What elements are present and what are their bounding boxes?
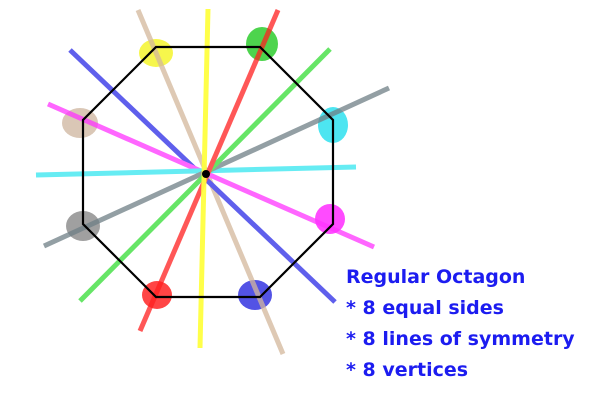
caption-fact-sides: * 8 equal sides xyxy=(346,297,504,319)
symmetry-line-yellow xyxy=(197,8,211,349)
caption-fact-symmetry: * 8 lines of symmetry xyxy=(346,328,575,350)
symmetry-line-magenta xyxy=(46,101,376,250)
octagon-caption: Regular Octagon * 8 equal sides * 8 line… xyxy=(346,262,575,386)
caption-fact-vertices: * 8 vertices xyxy=(346,359,469,381)
caption-title: Regular Octagon xyxy=(346,266,526,288)
octagon-outline xyxy=(81,45,335,299)
symmetry-line-cyan xyxy=(35,164,357,178)
center-point xyxy=(202,170,210,178)
symmetry-line-red xyxy=(137,9,281,332)
symmetry-line-gray xyxy=(42,85,391,249)
